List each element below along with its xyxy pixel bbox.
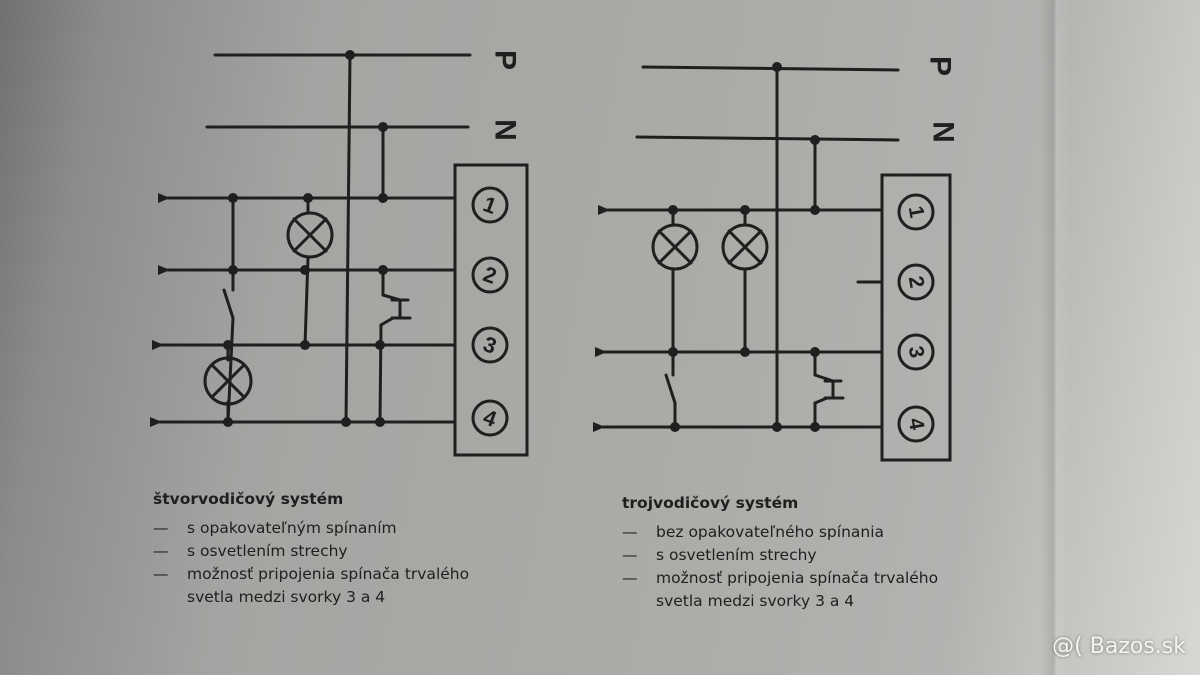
right-terminal-1-label: 1 bbox=[904, 204, 929, 220]
list-item: —možnosť pripojenia spínača trvalého bbox=[622, 569, 939, 587]
left-junction-dots bbox=[223, 50, 388, 427]
right-p-rail bbox=[641, 65, 900, 72]
list-item: —možnosť pripojenia spínača trvalého bbox=[153, 565, 470, 583]
right-terminal-2-label: 2 bbox=[904, 274, 929, 290]
right-wiring-diagram bbox=[593, 65, 952, 462]
right-p-label: P bbox=[924, 56, 957, 76]
list-item: —s osvetlením strechy bbox=[153, 542, 348, 560]
right-n-rail bbox=[635, 135, 900, 142]
left-p-label: P bbox=[489, 50, 522, 70]
left-terminal-block bbox=[453, 163, 529, 457]
left-terminal-3-label: 3 bbox=[480, 331, 500, 359]
list-item: —s osvetlením strechy bbox=[622, 546, 817, 564]
left-caption-title: štvorvodičový systém bbox=[153, 490, 344, 508]
right-switch-blade bbox=[664, 373, 677, 405]
right-lamp-1-icon bbox=[651, 223, 699, 271]
right-push-button-icon bbox=[813, 373, 845, 405]
right-terminal-block bbox=[880, 173, 952, 462]
right-caption-continuation: svetla medzi svorky 3 a 4 bbox=[656, 592, 855, 610]
left-wiring-diagram bbox=[150, 53, 529, 457]
left-lamp-bottom-icon bbox=[203, 356, 253, 406]
left-caption-continuation: svetla medzi svorky 3 a 4 bbox=[187, 588, 386, 606]
left-n-label: N bbox=[489, 119, 522, 141]
left-terminal-2-label: 2 bbox=[480, 261, 500, 289]
right-lamp-2-icon bbox=[721, 223, 769, 271]
left-terminal-1-label: 1 bbox=[480, 191, 500, 219]
left-switch-blade bbox=[222, 288, 235, 320]
list-item: —bez opakovateľného spínania bbox=[622, 523, 885, 541]
right-n-label: N bbox=[927, 121, 960, 143]
right-caption-title: trojvodičový systém bbox=[622, 494, 799, 512]
list-item: —s opakovateľným spínaním bbox=[153, 519, 397, 537]
right-junction-dots bbox=[668, 62, 820, 432]
left-caption: štvorvodičový systém —s opakovateľným sp… bbox=[153, 488, 469, 609]
paper-fold-edge bbox=[1040, 0, 1070, 675]
left-terminal-4-label: 4 bbox=[480, 404, 501, 432]
bazos-watermark: @( Bazos.sk bbox=[1052, 634, 1186, 659]
right-terminal-4-label: 4 bbox=[904, 416, 929, 432]
right-caption: trojvodičový systém —bez opakovateľného … bbox=[622, 492, 938, 613]
right-terminal-3-label: 3 bbox=[904, 344, 929, 360]
left-push-button-icon bbox=[379, 293, 412, 327]
left-lamp-top-icon bbox=[286, 211, 334, 259]
